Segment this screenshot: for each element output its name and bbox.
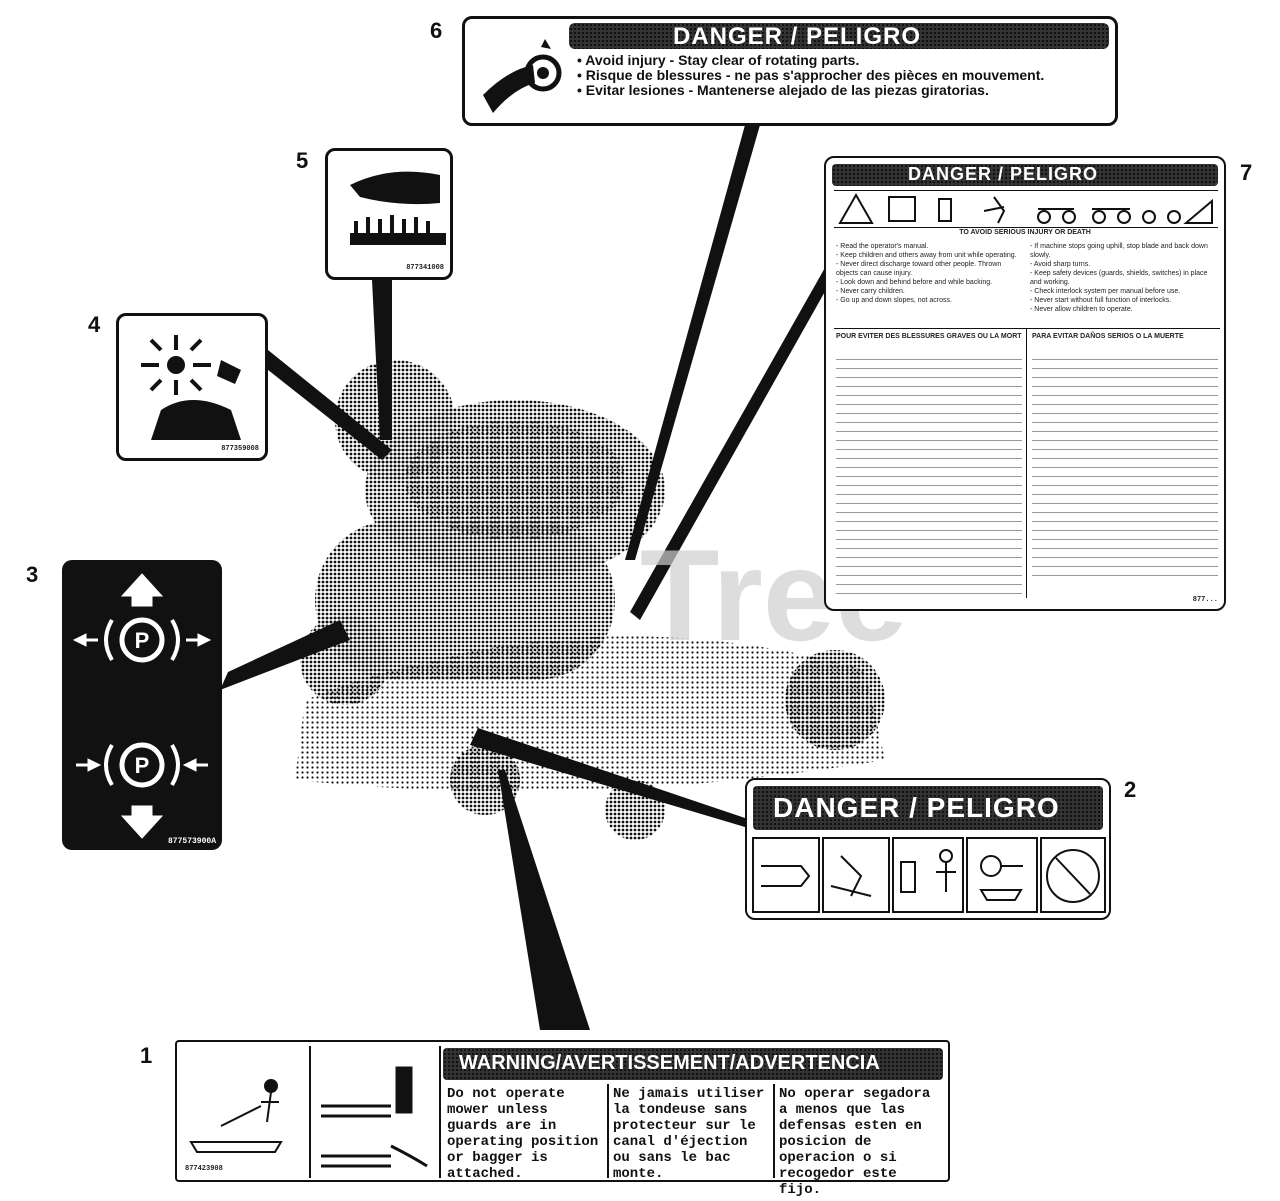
arrow-up-icon [120,573,164,607]
label-6-danger: DANGER / PELIGRO • Avoid injury - Stay c… [462,16,1118,126]
label-7-subtitle: TO AVOID SERIOUS INJURY OR DEATH [959,229,1091,236]
deck [295,636,885,792]
label-7-en-right-4: - Never start without full function of i… [1030,297,1172,304]
callout-3: 3 [26,562,39,587]
label-7-en-right-1: - Avoid sharp turns. [1030,261,1091,268]
label-7-icon-row [834,190,1218,228]
label-7-en-right-3: - Check interlock system per manual befo… [1030,288,1181,295]
leader-1 [498,770,590,1030]
label-7-en-right-2: - Keep safety devices (guards, shields, … [1030,270,1208,286]
callout-6: 6 [430,18,443,43]
label-6-line-en: • Avoid injury - Stay clear of rotating … [577,52,860,68]
body [315,520,615,680]
label-2-title: DANGER / PELIGRO [773,792,1060,823]
label-1-text-fr: Ne jamais utiliser la tondeuse sans prot… [609,1084,775,1182]
label-7-en-left-3: - Look down and behind before and while … [836,279,993,286]
label-1-title: WARNING/AVERTISSEMENT/ADVERTENCIA [459,1052,880,1074]
label-7-en-left-4: - Never carry children. [836,288,905,295]
label-7-en-left-5: - Go up and down slopes, not across. [836,297,952,304]
front-wheel [300,615,390,705]
arrow-down-icon [120,805,164,839]
parking-brake-icon-top [119,617,165,663]
label-7-en-right-5: - Never allow children to operate. [1030,306,1133,313]
label-7-es-text-block [1032,356,1218,576]
label-7-part-number: 877... [1192,596,1218,604]
label-7-danger: DANGER / PELIGRO TO AVOID SERIOUS INJURY… [824,156,1226,611]
label-6-title: DANGER / PELIGRO [673,23,922,50]
label-4-blade-pictogram: 877359008 [116,313,268,461]
label-7-en-left-1: - Keep children and others away from uni… [836,252,1017,259]
svg-text:P: P [135,753,150,778]
callout-7: 7 [1240,160,1253,185]
label-7-en-left-2: - Never direct discharge toward other pe… [836,261,1002,277]
label-7-es-heading: PARA EVITAR DAÑOS SERIOS O LA MUERTE [1032,333,1184,340]
label-3-part-number: 877573900A [167,837,216,846]
callout-1: 1 [140,1043,153,1068]
label-1-text-es: No operar segadora a menos que las defen… [779,1086,931,1198]
label-5-part-number: 877341008 [406,264,444,272]
callout-2: 2 [1124,777,1137,802]
label-1-text-en: Do not operate mower unless guards are i… [443,1084,609,1182]
chute-pictogram [311,1046,441,1178]
label-4-part-number: 877359008 [221,445,259,453]
parking-brake-icon-bottom [119,742,165,788]
rear-wheel [785,650,885,750]
hand-blade-icon [350,171,446,245]
label-6-line-fr: • Risque de blessures - ne pas s'approch… [577,67,1045,83]
label-7-fr-text-block [836,356,1022,596]
rotating-blade-hand-icon [141,335,241,440]
callout-4: 4 [88,312,101,337]
label-6-line-es: • Evitar lesiones - Mantenerse alejado d… [577,82,989,98]
label-2-icon-row [751,836,1107,914]
label-5-hand-pictogram: 877341008 [325,148,453,280]
callout-5: 5 [296,148,309,173]
label-7-title: DANGER / PELIGRO [908,164,1099,184]
svg-text:P: P [135,628,150,653]
label-3-parking-brake: P P 877573900A [62,560,222,850]
discharge-pictogram: 877423908 [181,1046,311,1178]
label-7-fr-heading: POUR EVITER DES BLESSURES GRAVES OU LA M… [836,333,1022,340]
mower-illustration [285,340,905,860]
label-1-warning: 877423908 WARNING/AVERTISSEMENT/ADVERTEN… [175,1040,950,1198]
label-1-part-number: 877423908 [185,1165,223,1173]
leader-6 [625,125,760,560]
rotating-parts-pictogram [473,25,565,117]
leader-7 [630,250,845,620]
label-7-en-right-0: - If machine stops going uphill, stop bl… [1030,243,1208,259]
label-7-en-left-0: - Read the operator's manual. [836,243,929,250]
label-2-danger: DANGER / PELIGRO [745,778,1111,920]
